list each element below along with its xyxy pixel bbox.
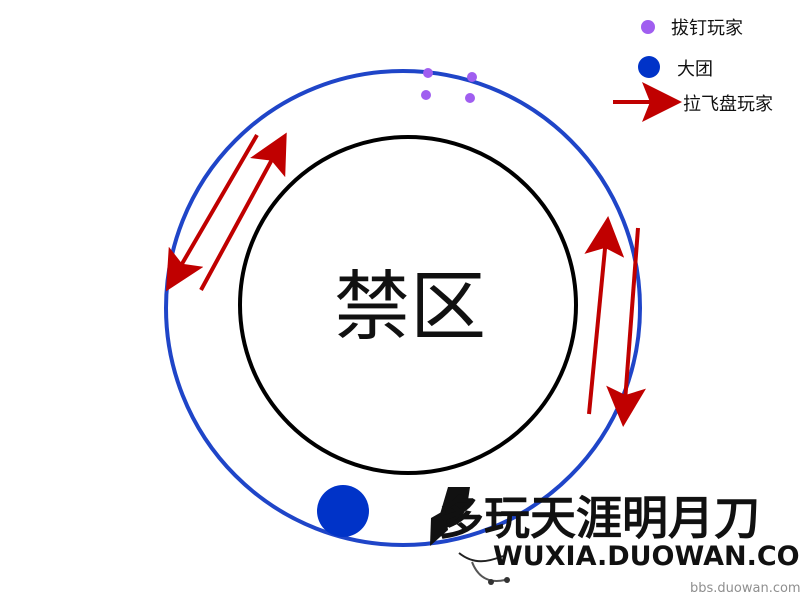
logo-ornament <box>488 579 494 585</box>
main-group <box>317 485 369 537</box>
logo-domain: WUXIA.DUOWAN.COM <box>493 541 800 572</box>
legend-item-main-group: 大团 <box>638 56 713 80</box>
red-arrow <box>165 133 259 292</box>
red-arrow <box>606 227 647 427</box>
logo-title: 多玩天涯明月刀 <box>438 491 760 545</box>
purple-player-dot <box>467 72 477 82</box>
outer-ring <box>164 69 642 547</box>
red-arrow <box>584 216 625 415</box>
zone-diagram: 禁区 <box>164 69 642 547</box>
purple-player-dot <box>465 93 475 103</box>
legend-item-pin-removal: 拔钉玩家 <box>641 18 743 39</box>
main-group-dot <box>317 485 369 537</box>
pin-removal-players <box>421 68 477 103</box>
brand-logo: 多玩天涯明月刀 WUXIA.DUOWAN.COM <box>430 487 800 585</box>
logo-ornament <box>504 577 510 583</box>
forbidden-zone-label: 禁区 <box>334 262 486 351</box>
purple-player-dot <box>423 68 433 78</box>
legend-item-kite-player: 拉飞盘玩家 <box>613 82 773 122</box>
large-blue-dot-icon <box>638 56 660 78</box>
legend-label-pin-removal: 拔钉玩家 <box>671 18 743 39</box>
legend-label-main-group: 大团 <box>677 59 713 80</box>
legend-label-kite-player: 拉飞盘玩家 <box>683 94 773 115</box>
small-purple-dot-icon <box>641 20 655 34</box>
forum-watermark: bbs.duowan.com <box>690 581 800 596</box>
red-arrow <box>199 132 287 291</box>
kite-paths <box>165 132 647 427</box>
inner-circle <box>238 135 578 475</box>
swordsman-logo-icon <box>430 487 510 585</box>
legend: 拔钉玩家 大团 拉飞盘玩家 <box>613 18 773 122</box>
purple-player-dot <box>421 90 431 100</box>
